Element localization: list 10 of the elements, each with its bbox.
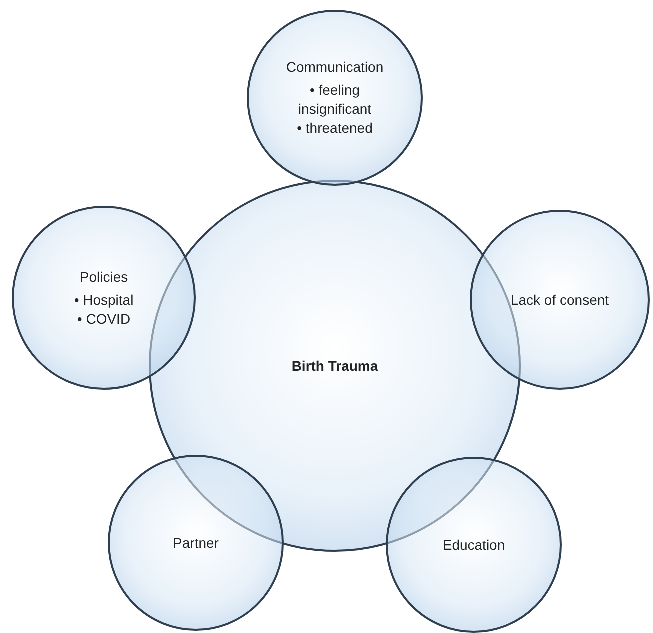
bullet-item: • threatened — [297, 119, 373, 138]
bullet-item: • COVID — [77, 310, 131, 328]
bubble-label: Policies — [80, 268, 128, 286]
bubble-label: Education — [442, 536, 506, 554]
bubble-label: Partner — [173, 534, 219, 552]
bubble-label: Birth Trauma — [292, 356, 378, 376]
bullet-item: • Hospital — [74, 290, 134, 310]
bullet-item: • feeling insignificant — [297, 81, 373, 119]
bubble-label: Lack of consent — [510, 290, 610, 310]
bubble-label: Communication — [286, 58, 384, 77]
